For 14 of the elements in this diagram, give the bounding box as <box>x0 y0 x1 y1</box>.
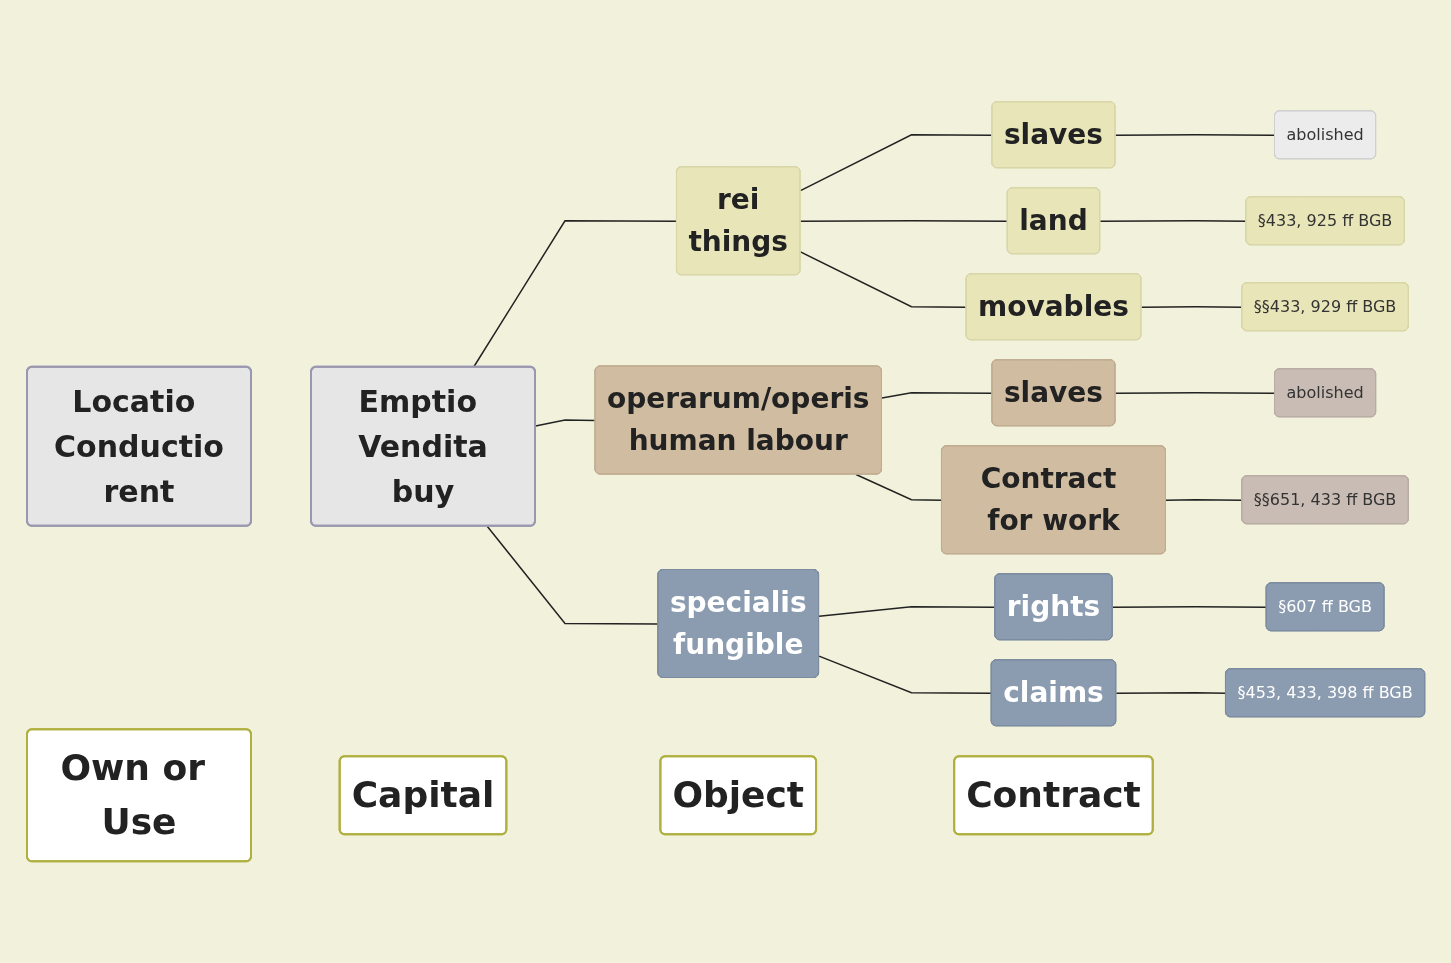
connector <box>1114 392 1276 394</box>
connector <box>799 251 967 308</box>
connector <box>1164 499 1243 501</box>
connector <box>1114 134 1276 136</box>
connector <box>486 525 659 625</box>
connector <box>1099 220 1247 222</box>
connector <box>880 392 993 399</box>
connector <box>1140 306 1243 308</box>
connector <box>799 134 993 192</box>
connector <box>1115 692 1227 694</box>
connector <box>472 220 678 368</box>
connector <box>854 473 943 501</box>
connector <box>534 419 596 427</box>
connector <box>817 606 996 617</box>
